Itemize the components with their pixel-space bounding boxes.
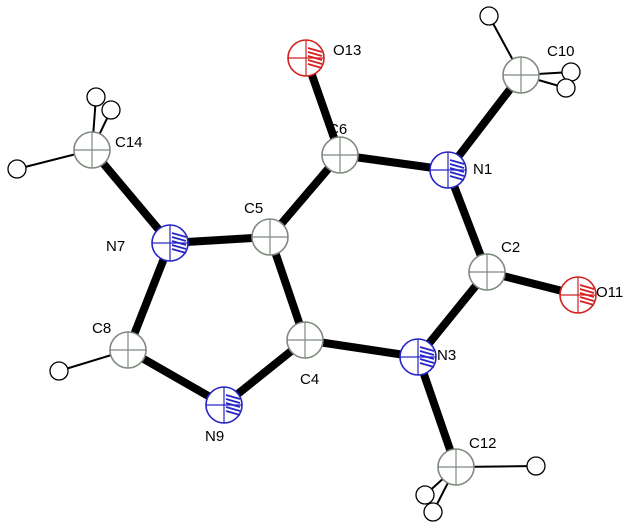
- hydrogen-atom-2: [561, 62, 581, 82]
- hydrogen-atom-10: [423, 502, 443, 522]
- hydrogen-atom-3: [556, 78, 576, 98]
- bond-layer: [88, 54, 582, 471]
- label-c8: C8: [92, 320, 111, 337]
- label-c5: C5: [244, 200, 263, 217]
- hydrogen-atom-1: [479, 6, 499, 26]
- label-c2: C2: [501, 239, 520, 256]
- atom-o11: [559, 276, 597, 314]
- label-o11: O11: [596, 284, 623, 301]
- label-c6: C6: [328, 121, 347, 138]
- atom-n7: [151, 224, 189, 262]
- hydrogen-atom-7: [49, 361, 69, 381]
- atom-n9: [205, 386, 243, 424]
- bond-n3-c12: [414, 353, 460, 471]
- label-n3: N3: [437, 347, 456, 364]
- atom-c12: [437, 448, 475, 486]
- bond-n1-c10: [444, 71, 525, 174]
- atom-c5: [251, 218, 289, 256]
- atom-c8: [109, 331, 147, 369]
- atom-o13: [287, 39, 325, 77]
- atom-c6: [321, 136, 359, 174]
- atom-c14: [73, 131, 111, 169]
- label-n1: N1: [473, 161, 492, 178]
- atom-c10: [502, 56, 540, 94]
- atom-c4: [286, 321, 324, 359]
- label-c14: C14: [115, 134, 143, 151]
- label-c12: C12: [469, 435, 497, 452]
- atom-n3: [399, 338, 437, 376]
- label-n7: N7: [106, 238, 125, 255]
- hydrogen-atom-5: [101, 100, 121, 120]
- label-c10: C10: [547, 43, 575, 60]
- hydrogen-atom-6: [7, 159, 27, 179]
- bond-n7-c14: [88, 146, 174, 247]
- atom-n1: [429, 151, 467, 189]
- label-c4: C4: [300, 371, 319, 388]
- label-layer: O13 C6 N1 C10 C2 O11 N3 C12 C4 C5 N7 C8 …: [92, 42, 623, 452]
- label-o13: O13: [333, 42, 361, 59]
- hydrogen-atom-9: [415, 485, 435, 505]
- hydrogen-atom-8: [526, 456, 546, 476]
- atom-c2: [468, 253, 506, 291]
- label-n9: N9: [205, 428, 224, 445]
- hydrogen-atom-4: [86, 87, 106, 107]
- atom-layer: [7, 6, 597, 522]
- bond-n7-c8: [124, 239, 174, 354]
- bond-n3-c4: [301, 336, 422, 361]
